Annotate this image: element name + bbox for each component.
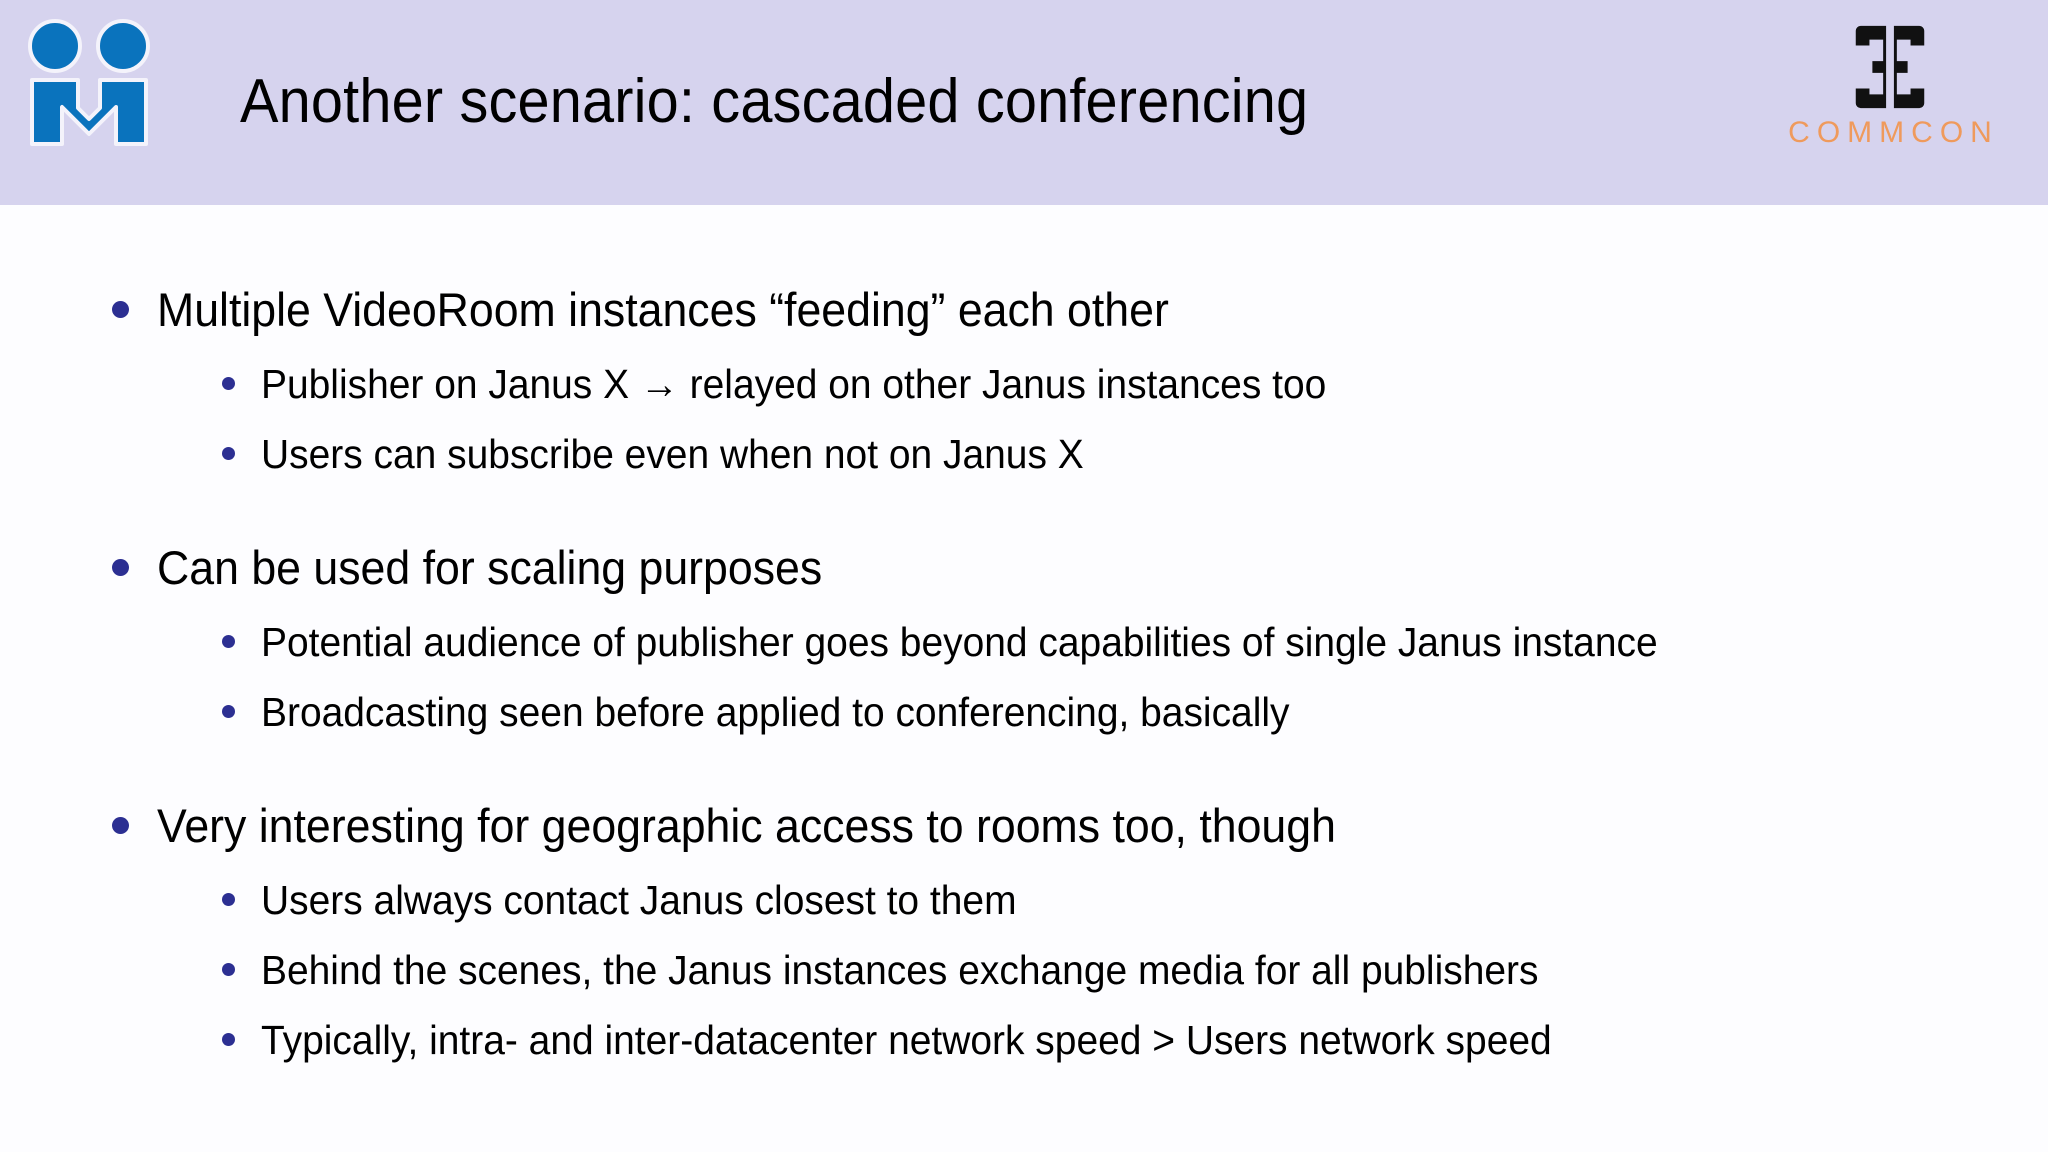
bullet-level2: Potential audience of publisher goes bey…: [222, 615, 2048, 669]
bullet-level1-text: Multiple VideoRoom instances “feeding” e…: [157, 283, 1169, 336]
bullet-level1: Multiple VideoRoom instances “feeding” e…: [112, 279, 2048, 341]
bullet-dot-icon: [222, 963, 235, 976]
bullet-level1-text: Very interesting for geographic access t…: [157, 799, 1336, 852]
bullet-dot-icon: [222, 893, 235, 906]
bullet-dot-icon: [222, 635, 235, 648]
bullet-level2-text: Behind the scenes, the Janus instances e…: [261, 947, 1539, 993]
bullet-level2: Broadcasting seen before applied to conf…: [222, 685, 2048, 739]
page-title: Another scenario: cascaded conferencing: [240, 67, 1309, 136]
bullet-dot-icon: [112, 559, 129, 576]
bullet-level2: Users can subscribe even when not on Jan…: [222, 427, 2048, 481]
bullet-level1: Can be used for scaling purposes: [112, 537, 2048, 599]
bullet-dot-icon: [112, 301, 129, 318]
bullet-dot-icon: [222, 1033, 235, 1046]
commcon-wordmark: COMMCON: [1788, 116, 1999, 149]
bullet-dot-icon: [112, 817, 129, 834]
bullet-level2-text: Users can subscribe even when not on Jan…: [261, 431, 1084, 477]
bullet-level2: Users always contact Janus closest to th…: [222, 873, 2048, 927]
bullet-level2-text: Publisher on Janus X → relayed on other …: [261, 361, 1327, 407]
slide-header-band: Another scenario: cascaded conferencing …: [0, 0, 2048, 205]
bullet-level1-text: Can be used for scaling purposes: [157, 541, 823, 594]
bullet-level1: Very interesting for geographic access t…: [112, 795, 2048, 857]
bullet-level2: Publisher on Janus X → relayed on other …: [222, 357, 2048, 411]
bullet-level2-text: Broadcasting seen before applied to conf…: [261, 689, 1290, 735]
bullet-dot-icon: [222, 447, 235, 460]
bullet-level2-text: Users always contact Janus closest to th…: [261, 877, 1017, 923]
bullet-level2-text: Typically, intra- and inter-datacenter n…: [261, 1017, 1552, 1063]
bullet-level2: Behind the scenes, the Janus instances e…: [222, 943, 2048, 997]
bullet-dot-icon: [222, 377, 235, 390]
bullet-level2: Typically, intra- and inter-datacenter n…: [222, 1013, 2048, 1067]
bullet-dot-icon: [222, 705, 235, 718]
slide-content: Multiple VideoRoom instances “feeding” e…: [0, 205, 2048, 1152]
commcon-logo: COMMCON: [1760, 22, 2020, 162]
meetecho-logo-icon: [22, 14, 162, 154]
commcon-mark-icon: [1855, 25, 1925, 109]
bullet-level2-text: Potential audience of publisher goes bey…: [261, 619, 1658, 665]
